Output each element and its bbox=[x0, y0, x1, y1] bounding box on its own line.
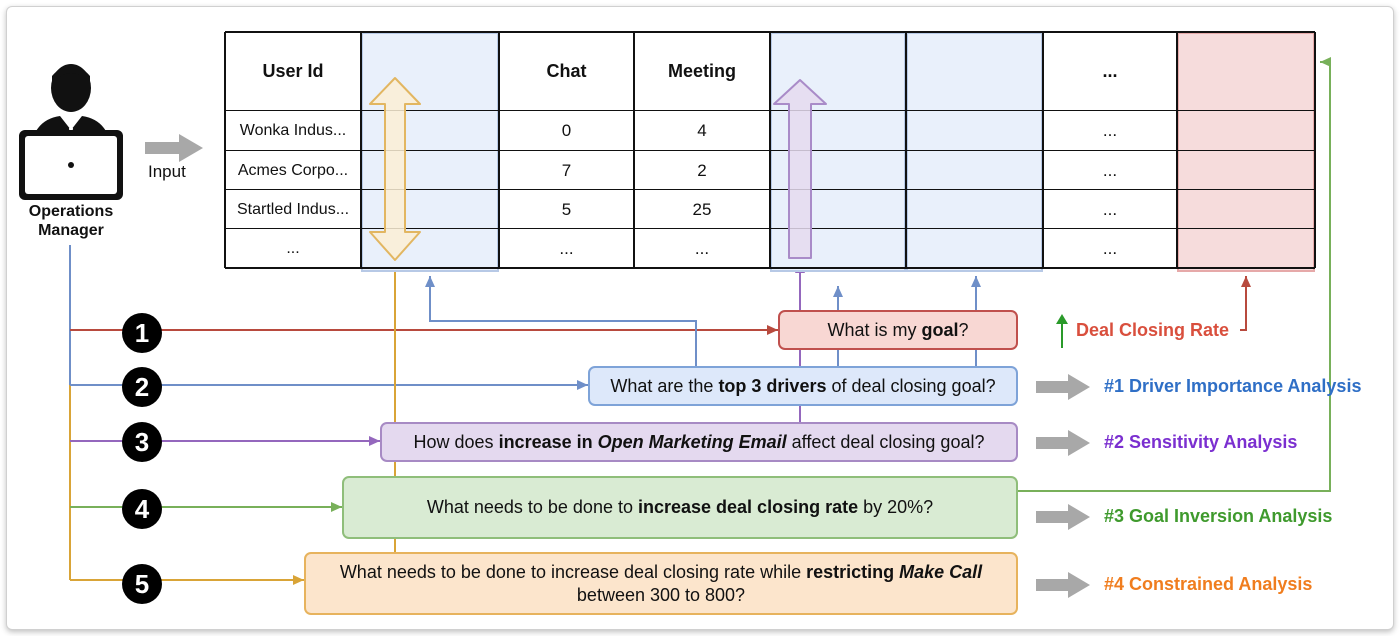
role-line-2: Manager bbox=[38, 222, 104, 239]
question-box-4: What needs to be done to increase deal c… bbox=[342, 476, 1018, 539]
result-label-5: #4 Constrained Analysis bbox=[1104, 574, 1313, 594]
question-text: What needs to be done to increase deal c… bbox=[427, 496, 933, 519]
result-label-2: #1 Driver Importance Analysis bbox=[1104, 376, 1362, 396]
result-arrow-icon bbox=[1036, 374, 1090, 400]
question-box-3: How does increase in Open Marketing Emai… bbox=[380, 422, 1018, 462]
question-text: How does increase in Open Marketing Emai… bbox=[414, 431, 985, 454]
q1-connector-head bbox=[767, 325, 778, 335]
table-cell: 4 bbox=[697, 121, 707, 140]
role-label: Operations Manager bbox=[18, 202, 124, 240]
question-box-1: What is my goal? bbox=[778, 310, 1018, 350]
step-badge-5: 5 bbox=[122, 564, 162, 604]
question-text: What is my goal? bbox=[827, 319, 968, 342]
step-badge-3: 3 bbox=[122, 422, 162, 462]
table-cell: Startled Indus... bbox=[236, 200, 350, 218]
question-text-part: of deal closing goal? bbox=[826, 375, 996, 396]
q5-connector-head bbox=[293, 575, 304, 585]
result-label-3: #2 Sensitivity Analysis bbox=[1104, 432, 1298, 452]
question-text-part: increase in bbox=[498, 431, 598, 452]
role-line-1: Operations bbox=[28, 203, 114, 220]
table-cell: Wonka Indus... bbox=[239, 122, 347, 139]
increase-arrow-icon bbox=[1056, 314, 1068, 348]
result-label-1: Deal Closing Rate bbox=[1076, 320, 1230, 340]
question-text-part: Make Call bbox=[899, 561, 983, 582]
question-text-part: restricting bbox=[806, 561, 900, 582]
goal-to-deal-closed-line bbox=[1240, 276, 1247, 331]
goal-inversion-to-deal-closed-line-head bbox=[1320, 57, 1331, 67]
question-text: What are the top 3 drivers of deal closi… bbox=[610, 375, 995, 398]
table-cell: Acmes Corpo... bbox=[237, 161, 349, 179]
step-badge-1: 1 bbox=[122, 313, 162, 353]
drivers-to-make-call-line-head bbox=[425, 276, 435, 287]
question-box-2: What are the top 3 drivers of deal closi… bbox=[588, 366, 1018, 406]
question-text-part: increase deal closing rate bbox=[637, 497, 859, 517]
table-cell: 2 bbox=[697, 160, 707, 180]
question-text-part: How does bbox=[413, 431, 499, 452]
question-text-part: What needs to be done to bbox=[426, 497, 638, 517]
q4-connector-head bbox=[331, 502, 342, 512]
table-cell: 7 bbox=[561, 160, 572, 180]
goal-to-deal-closed-line-head bbox=[1241, 276, 1251, 287]
question-text-part: Open Marketing Email bbox=[597, 431, 787, 452]
drivers-to-email-line-head bbox=[833, 286, 843, 297]
table-cell: ... bbox=[1102, 238, 1118, 258]
drivers-to-make-call-line bbox=[429, 276, 697, 366]
question-text: What needs to be done to increase deal c… bbox=[316, 561, 1006, 607]
question-text-part: What is my bbox=[827, 319, 922, 340]
input-label: Input bbox=[148, 162, 186, 181]
question-text-part: ? bbox=[958, 319, 969, 340]
table-cell: ... bbox=[1102, 160, 1118, 180]
result-arrow-icon bbox=[1036, 430, 1090, 456]
open-email-increase-arrow-icon bbox=[773, 79, 827, 259]
deal-closed-column-highlight bbox=[1177, 32, 1315, 272]
table-header-cell: User Id bbox=[262, 61, 324, 81]
operations-manager-icon bbox=[19, 64, 123, 200]
question-text-part: affect deal closing goal? bbox=[786, 431, 985, 452]
question-text-part: What needs to be done to increase deal c… bbox=[339, 561, 807, 582]
table-header-cell: Chat bbox=[546, 61, 587, 81]
question-text-part: between 300 to 800? bbox=[576, 584, 746, 605]
table-cell: ... bbox=[694, 238, 710, 258]
table-cell: ... bbox=[1102, 199, 1118, 219]
input-arrow-icon bbox=[145, 134, 203, 162]
table-cell: ... bbox=[559, 238, 574, 258]
question-text-part: top 3 drivers bbox=[718, 375, 827, 396]
question-box-5: What needs to be done to increase deal c… bbox=[304, 552, 1018, 615]
table-cell: 0 bbox=[561, 121, 572, 140]
result-label-4: #3 Goal Inversion Analysis bbox=[1104, 506, 1333, 526]
result-arrow-icon bbox=[1036, 572, 1090, 598]
drivers-to-renewal-line-head bbox=[971, 276, 981, 287]
make-call-range-arrow-icon bbox=[369, 77, 421, 261]
q3-connector-head bbox=[369, 436, 380, 446]
q2-connector-head bbox=[577, 380, 588, 390]
step-badge-2: 2 bbox=[122, 367, 162, 407]
table-header-cell: ... bbox=[1102, 61, 1118, 81]
table-cell: 25 bbox=[692, 199, 712, 219]
step-badge-4: 4 bbox=[122, 489, 162, 529]
table-cell: 5 bbox=[561, 199, 572, 219]
question-text-part: by 20%? bbox=[858, 497, 934, 517]
table-cell: ... bbox=[1102, 121, 1118, 140]
question-text-part: goal bbox=[921, 319, 959, 340]
table-cell: ... bbox=[286, 239, 300, 257]
result-arrow-icon bbox=[1036, 504, 1090, 530]
question-text-part: What are the bbox=[610, 375, 719, 396]
table-header-cell: Meeting bbox=[667, 61, 736, 81]
